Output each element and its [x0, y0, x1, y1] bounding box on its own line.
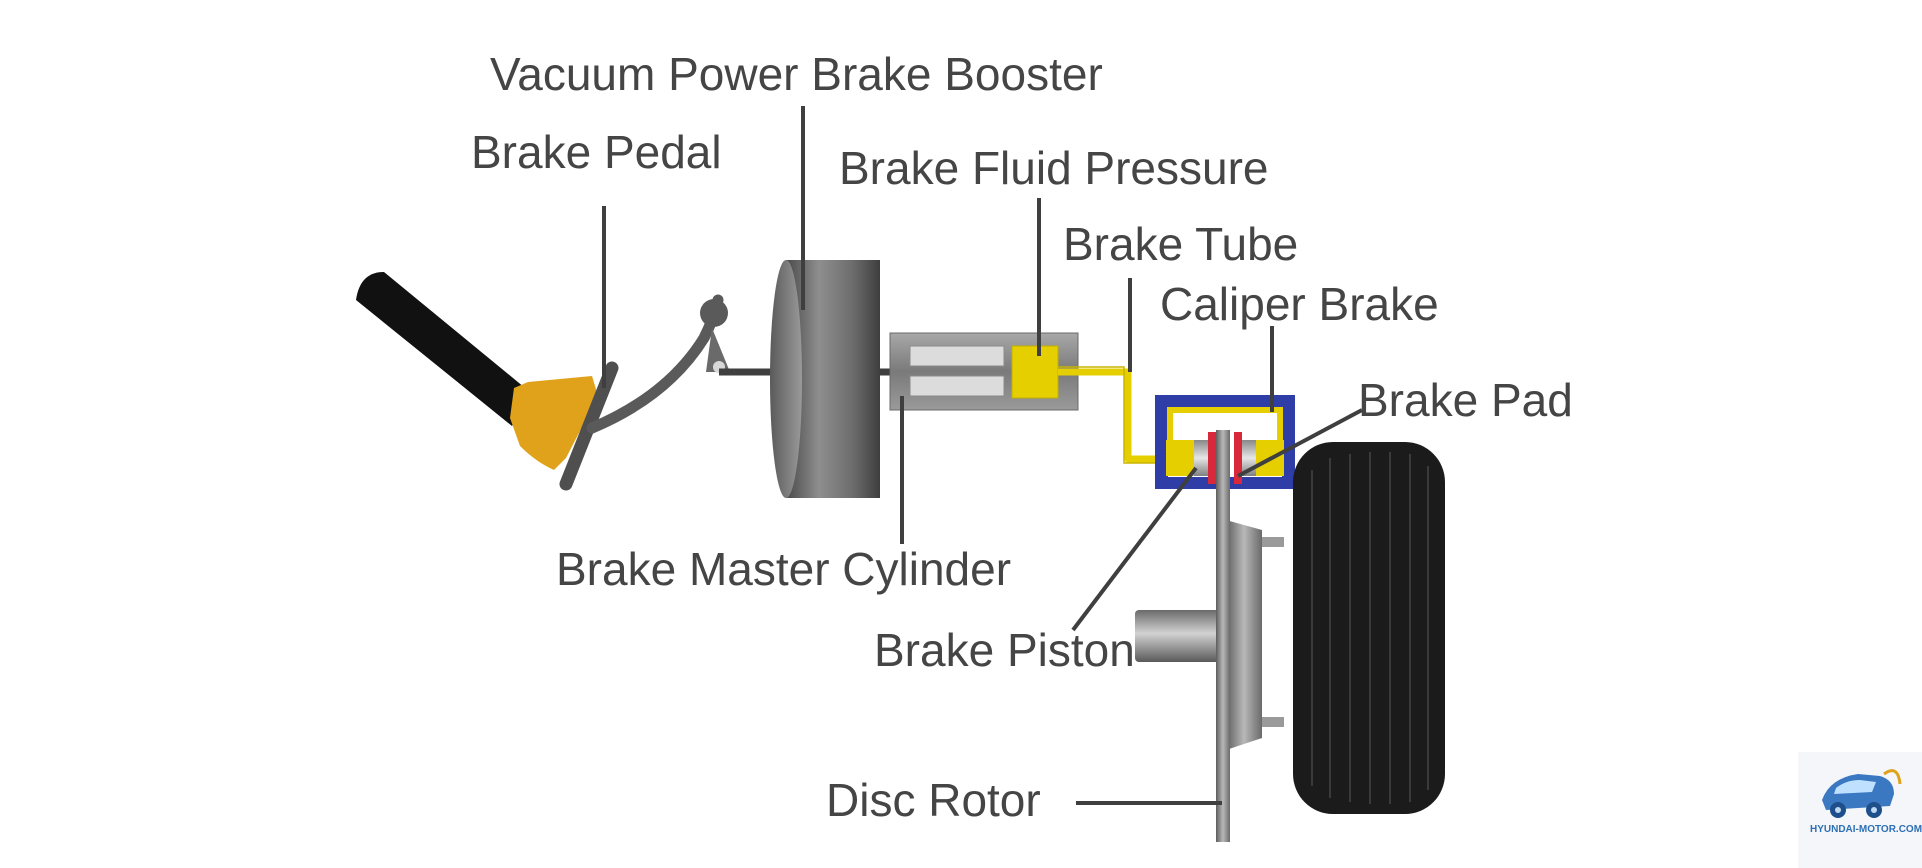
vacuum-booster-shape — [770, 260, 880, 498]
car-logo-icon — [1822, 769, 1902, 818]
labels: Vacuum Power Brake Booster Brake Pedal B… — [471, 48, 1573, 826]
label-brake-pad: Brake Pad — [1358, 374, 1573, 426]
label-brake-pedal: Brake Pedal — [471, 126, 722, 178]
label-fluid-pressure: Brake Fluid Pressure — [839, 142, 1269, 194]
leader-lines — [602, 106, 1363, 805]
label-brake-tube: Brake Tube — [1063, 218, 1298, 270]
label-vacuum-booster: Vacuum Power Brake Booster — [490, 48, 1103, 100]
tire-shape — [1293, 442, 1445, 814]
label-brake-piston: Brake Piston — [874, 624, 1135, 676]
watermark-logo: HYUNDAI-MOTOR.COM.VN — [1798, 752, 1922, 868]
leader-brake-piston — [1071, 466, 1198, 632]
brake-tube-line — [1058, 368, 1170, 463]
label-master-cylinder: Brake Master Cylinder — [556, 543, 1011, 595]
pedal-pivot — [700, 299, 728, 327]
pedal-bracket — [706, 328, 730, 372]
leader-brake-pad — [1237, 408, 1363, 478]
label-disc-rotor: Disc Rotor — [826, 774, 1041, 826]
watermark-text: HYUNDAI-MOTOR.COM.VN — [1810, 824, 1922, 835]
brake-pedal-assembly — [356, 272, 890, 491]
brake-tube-outline — [1058, 366, 1170, 464]
label-caliper-brake: Caliper Brake — [1160, 278, 1439, 330]
master-cylinder-shape — [889, 332, 1079, 411]
disc-rotor-shape — [1135, 430, 1284, 842]
leg-shape — [356, 272, 530, 426]
shoe-shape — [510, 376, 598, 470]
